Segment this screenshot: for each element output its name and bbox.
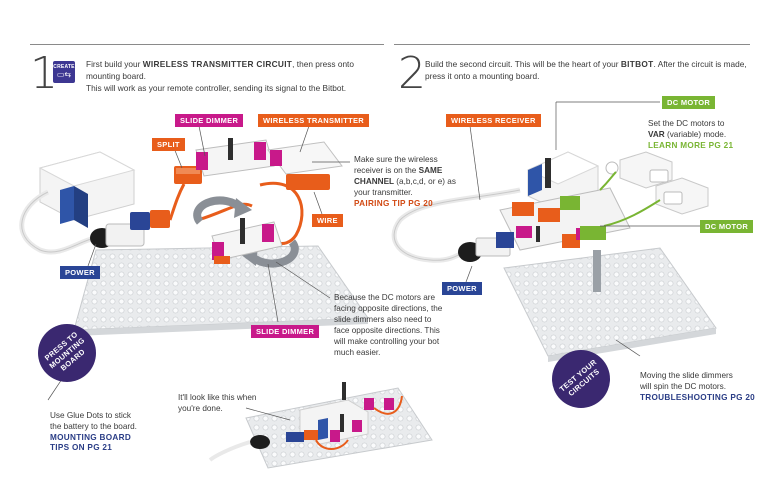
slide-dimmer-top: [195, 138, 275, 177]
label-slide-dimmer-top: SLIDE DIMMER: [175, 114, 244, 127]
note-same-channel: Make sure the wireless receiver is on th…: [354, 154, 474, 209]
label-split: SPLIT: [152, 138, 185, 151]
receiver-circuit: [458, 158, 631, 262]
label-dc-motor-right: DC MOTOR: [700, 220, 754, 233]
note-var-mode: Set the DC motors to VAR (variable) mode…: [648, 118, 758, 151]
label-slide-dimmer-bottom: SLIDE DIMMER: [251, 325, 320, 338]
header-rule-right: [394, 44, 750, 45]
label-wire: WIRE: [312, 214, 343, 227]
note-finished-look: It'll look like this when you're done.: [178, 393, 257, 413]
wireless-transmitter-module: [267, 141, 343, 190]
pairing-tip-link[interactable]: PAIRING TIP PG 20: [354, 199, 433, 208]
label-power-left: POWER: [60, 266, 100, 279]
header-rule-left: [30, 44, 384, 45]
label-power-right: POWER: [442, 282, 482, 295]
mounting-board-tips-link-1[interactable]: MOUNTING BOARD: [50, 433, 132, 442]
press-to-mounting-board-badge: PRESS TO MOUNTING BOARD: [38, 324, 96, 382]
step2-instructions: Build the second circuit. This will be t…: [425, 59, 747, 81]
note-spin-motors: Moving the slide dimmers will spin the D…: [640, 370, 760, 403]
dc-motor-top: [605, 151, 673, 189]
split-module: [174, 166, 202, 184]
label-wireless-transmitter: WIRELESS TRANSMITTER: [258, 114, 369, 127]
circuit-glyph-icon: ▭⇆: [56, 70, 72, 79]
label-dc-motor-top: DC MOTOR: [662, 96, 716, 109]
learn-more-link[interactable]: LEARN MORE PG 21: [648, 141, 734, 150]
test-your-circuits-badge: TEST YOUR CIRCUITS: [552, 350, 610, 408]
step1-instructions: First build your WIRELESS TRANSMITTER CI…: [86, 59, 354, 93]
mounting-board-tips-link-2[interactable]: TIPS ON PG 21: [50, 443, 113, 452]
note-opposite-directions: Because the DC motors are facing opposit…: [334, 293, 443, 357]
finished-board-preview: [208, 382, 433, 469]
battery-left: [38, 151, 136, 228]
test-badge-text: TEST YOUR CIRCUITS: [557, 357, 602, 399]
dc-motor-bottom: [655, 177, 709, 215]
step-number-2: 2: [398, 48, 426, 99]
note-glue-dots: Use Glue Dots to stick the battery to th…: [50, 410, 180, 453]
mounting-board-right: [503, 247, 717, 362]
power-module-left: [90, 210, 170, 248]
troubleshooting-link[interactable]: TROUBLESHOOTING PG 20: [640, 393, 756, 402]
create-icon-label: CREATE: [53, 64, 75, 70]
label-wireless-receiver: WIRELESS RECEIVER: [446, 114, 541, 127]
create-icon: CREATE ▭⇆: [53, 61, 75, 83]
slide-dimmer-bottom: [211, 218, 283, 264]
